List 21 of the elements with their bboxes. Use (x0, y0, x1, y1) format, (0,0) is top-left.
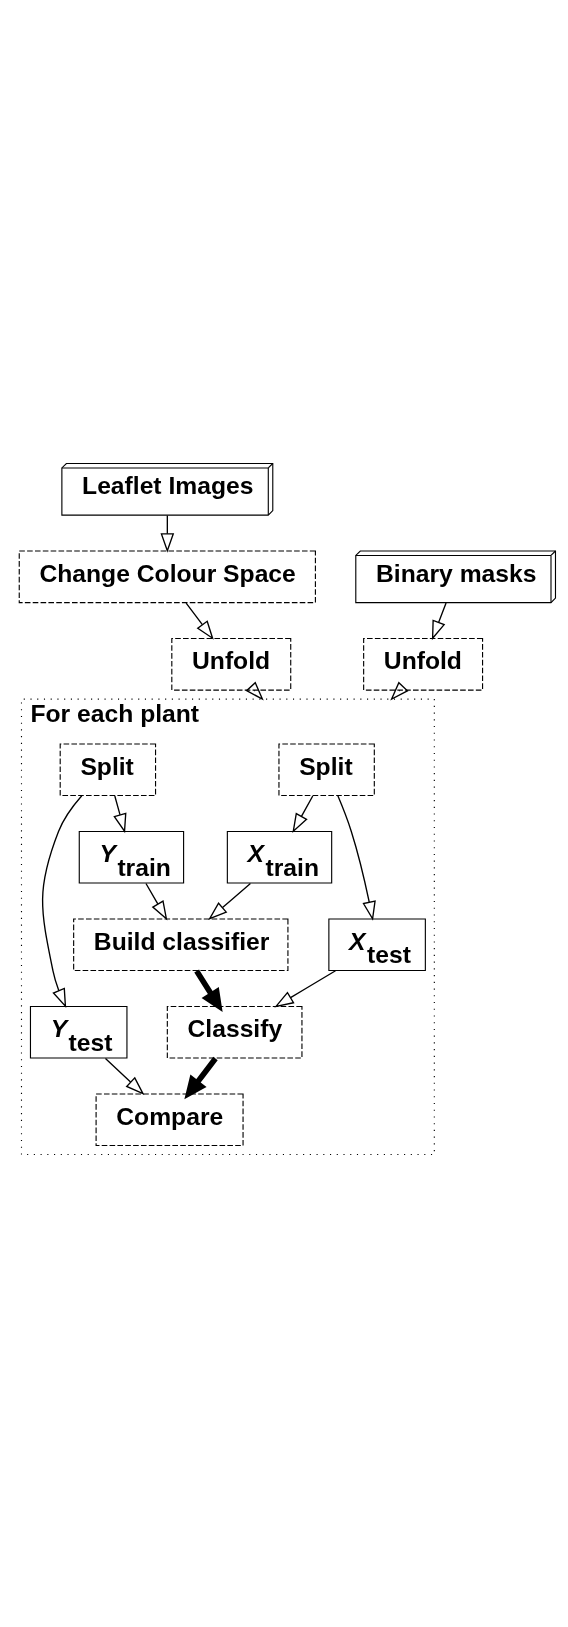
arrow (185, 602, 214, 640)
arrow (337, 794, 376, 921)
arrow (160, 514, 175, 553)
arrow (41, 795, 83, 1009)
node-box: Build classifier (73, 918, 289, 972)
arrow (113, 795, 127, 834)
arrow (104, 1057, 145, 1096)
node-box: Split (278, 743, 375, 797)
node-box: Change Colour Space (18, 550, 316, 604)
arrow (292, 795, 314, 833)
node-box: Classify (166, 1005, 303, 1059)
arrow (390, 681, 409, 701)
arrow (145, 882, 168, 921)
arrow (194, 969, 223, 1013)
arrow (431, 602, 447, 641)
arrow (245, 681, 264, 701)
arrow (184, 1056, 218, 1100)
node-box: Split (59, 743, 157, 797)
arrow (208, 882, 252, 921)
node-box: Compare (95, 1093, 244, 1147)
arrow (274, 970, 337, 1008)
